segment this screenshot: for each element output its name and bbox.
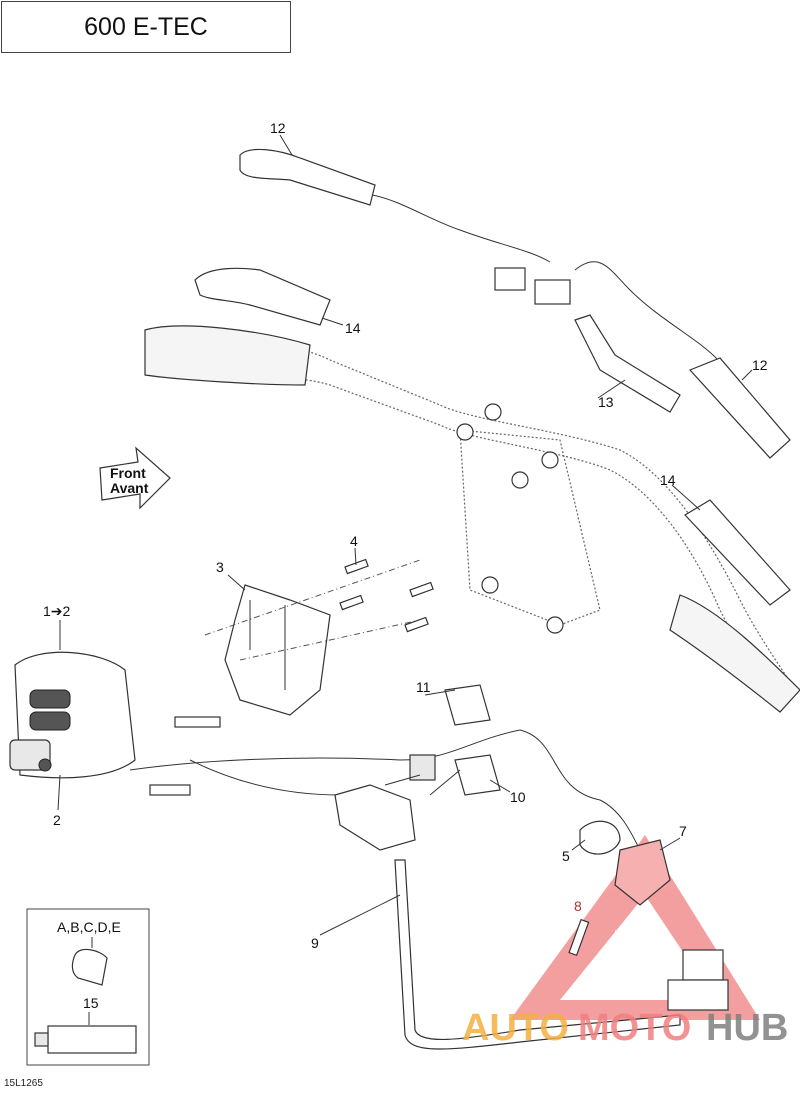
watermark-hub: HUB — [706, 1007, 788, 1049]
callout-labels: 12 14 12 13 14 4 3 1➔2 11 10 2 5 7 8 9 — [43, 120, 768, 951]
callout-leaders — [57, 134, 753, 936]
grip-insert-14-right — [684, 499, 791, 606]
grip-insert-14-top — [194, 267, 331, 326]
callout-14-right: 14 — [660, 472, 676, 488]
callout-13: 13 — [598, 394, 614, 410]
callout-11: 11 — [416, 679, 431, 695]
callout-7: 7 — [679, 823, 687, 839]
watermark-moto: MOTO — [578, 1007, 691, 1049]
callout-12-top: 12 — [270, 120, 286, 136]
clips-label: A,B,C,D,E — [57, 919, 121, 935]
callout-3: 3 — [216, 559, 224, 575]
grip-insert-13 — [574, 314, 681, 413]
lubricant-tube-icon — [47, 1025, 137, 1054]
wiring-harness — [129, 684, 729, 1050]
callout-1-to-2: 1➔2 — [43, 603, 71, 619]
front-direction-arrow: Front Avant — [99, 446, 171, 510]
screws — [339, 558, 434, 633]
callout-14-top: 14 — [345, 320, 361, 336]
callout-8: 8 — [574, 898, 582, 914]
callout-10: 10 — [510, 789, 526, 805]
tube-label: 15 — [83, 995, 99, 1011]
page-title: 600 E-TEC — [1, 1, 291, 53]
switch-housing-cover — [204, 558, 434, 716]
callout-2: 2 — [53, 812, 61, 828]
handlebar — [144, 325, 800, 713]
drawing-code: 15L1265 — [4, 1078, 43, 1089]
heating-element-12-top — [239, 148, 719, 361]
kit-box: A,B,C,D,E 15 — [26, 908, 150, 1066]
front-label: Front — [110, 465, 146, 481]
heating-element-12-right — [688, 357, 791, 459]
callout-9: 9 — [311, 935, 319, 951]
callout-12-right: 12 — [752, 357, 768, 373]
clip-icon — [71, 948, 108, 986]
watermark-text: AUTO MOTO HUB — [462, 1007, 788, 1049]
callout-4: 4 — [350, 533, 358, 549]
avant-label: Avant — [110, 480, 149, 496]
callout-5: 5 — [562, 848, 570, 864]
watermark-auto: AUTO — [462, 1007, 569, 1049]
switch-assembly — [9, 651, 136, 779]
